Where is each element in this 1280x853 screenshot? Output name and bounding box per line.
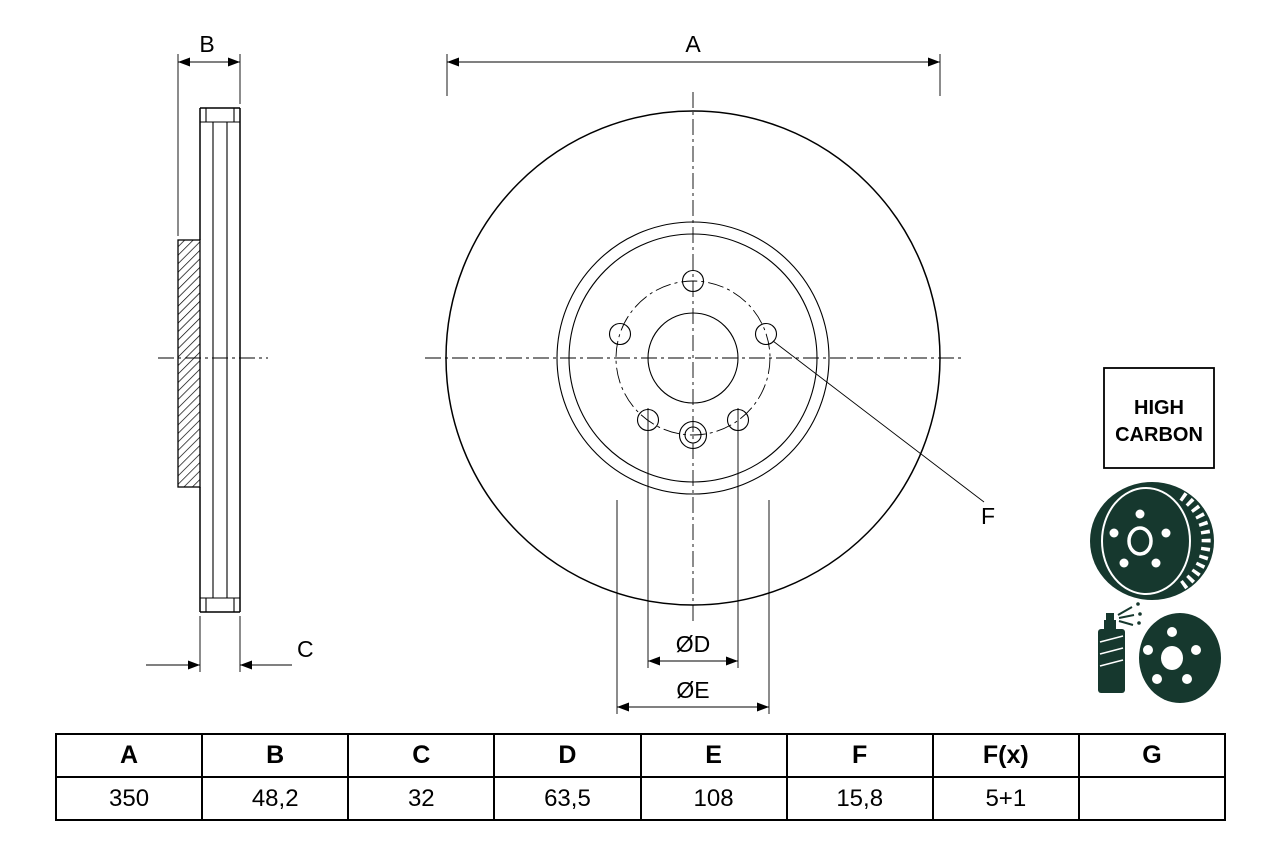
disc-face-ring bbox=[1101, 487, 1191, 595]
table-header-E: E bbox=[639, 733, 788, 778]
table-header-D: D bbox=[493, 733, 642, 778]
dim-label-F: F bbox=[981, 503, 995, 529]
table-value-Fx: 5+1 bbox=[931, 776, 1080, 821]
dim-label-D: ØD bbox=[676, 631, 711, 657]
spray-can-top bbox=[1104, 620, 1116, 629]
high-carbon-badge: HIGH CARBON bbox=[1103, 367, 1215, 469]
table-header-G: G bbox=[1077, 733, 1227, 778]
table-header-Fx: F(x) bbox=[931, 733, 1080, 778]
spray-coating-icon bbox=[1098, 602, 1221, 703]
center-bore-circle bbox=[647, 312, 739, 404]
spray-nozzle bbox=[1106, 613, 1114, 620]
side-view-section bbox=[158, 107, 268, 613]
dimensions: A B C ØD ØE F bbox=[146, 31, 995, 714]
table-value-row: 350 48,2 32 63,5 108 15,8 5+1 bbox=[54, 776, 1227, 821]
table-value-A: 350 bbox=[54, 776, 204, 821]
table-value-G bbox=[1077, 776, 1227, 821]
badge-border bbox=[1103, 367, 1215, 469]
table-value-C: 32 bbox=[347, 776, 496, 821]
disc-center-bore bbox=[1127, 526, 1153, 556]
table-header-A: A bbox=[54, 733, 204, 778]
table-header-B: B bbox=[201, 733, 350, 778]
table-value-B: 48,2 bbox=[201, 776, 350, 821]
badge-line1: HIGH bbox=[1134, 397, 1184, 419]
hub-hat-section bbox=[177, 239, 201, 488]
vent-slits bbox=[1179, 492, 1211, 590]
brake-disc-icon bbox=[1090, 482, 1214, 600]
bolt-hole bbox=[681, 269, 705, 293]
table-value-F: 15,8 bbox=[785, 776, 934, 821]
locating-pin-hole bbox=[684, 426, 702, 444]
spray-can-body bbox=[1098, 629, 1125, 693]
table-header-row: A B C D E F F(x) G bbox=[54, 733, 1227, 778]
dim-label-C: C bbox=[297, 636, 314, 662]
locating-pin-hole-chamfer bbox=[678, 420, 708, 450]
dim-label-E: ØE bbox=[676, 677, 709, 703]
front-view bbox=[425, 92, 962, 625]
dim-label-A: A bbox=[685, 31, 701, 57]
bolt-hole bbox=[608, 322, 632, 346]
table-header-C: C bbox=[347, 733, 496, 778]
leader-line-F bbox=[772, 340, 985, 503]
dim-label-B: B bbox=[199, 31, 214, 57]
hat-outer-circle bbox=[556, 221, 830, 495]
outer-diameter-circle bbox=[445, 110, 941, 606]
pitch-circle bbox=[615, 280, 771, 436]
table-value-E: 108 bbox=[639, 776, 788, 821]
dimension-table: A B C D E F F(x) G 350 48,2 32 63,5 108 … bbox=[54, 733, 1227, 821]
badge-line2: CARBON bbox=[1115, 424, 1203, 446]
bolt-hole bbox=[754, 322, 778, 346]
hat-inner-circle bbox=[568, 233, 818, 483]
table-header-F: F bbox=[785, 733, 934, 778]
table-value-D: 63,5 bbox=[493, 776, 642, 821]
technical-drawing: A B C ØD ØE F HIGH CARBON bbox=[146, 31, 1221, 714]
